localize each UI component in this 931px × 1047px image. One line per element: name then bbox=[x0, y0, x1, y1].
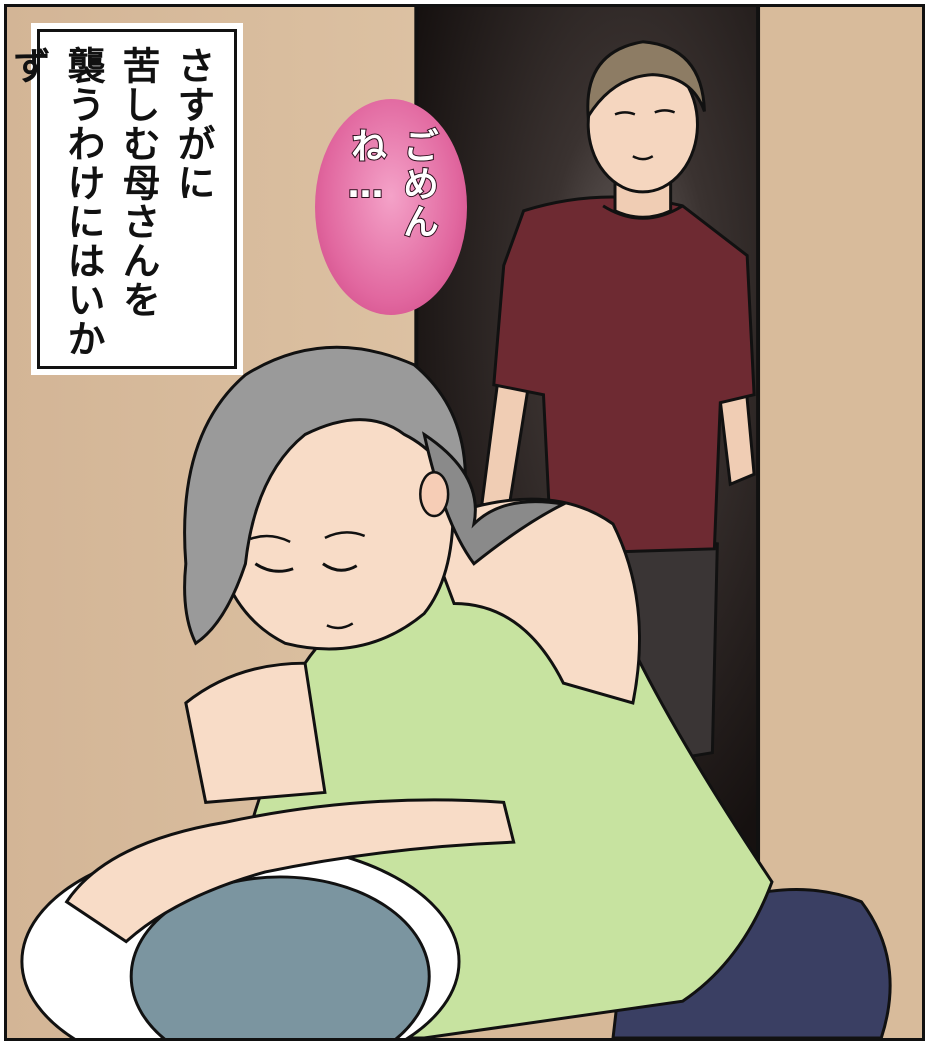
speech-text: ごめんね… bbox=[344, 126, 439, 242]
woman-head bbox=[183, 345, 569, 651]
narration-box: さすがに 苦しむ母さんを 襲うわけにはいかず 我慢の日々が続いた bbox=[7, 29, 237, 369]
speech-bubble: ごめんね… bbox=[315, 99, 467, 315]
wall-right bbox=[758, 7, 922, 1038]
woman-arms bbox=[64, 798, 516, 944]
manga-panel: ごめんね… さすがに 苦しむ母さんを 襲うわけにはいかず 我慢の日々が続いた bbox=[4, 4, 925, 1041]
narration-text: さすがに 苦しむ母さんを 襲うわけにはいかず 我慢の日々が続いた bbox=[6, 46, 215, 358]
